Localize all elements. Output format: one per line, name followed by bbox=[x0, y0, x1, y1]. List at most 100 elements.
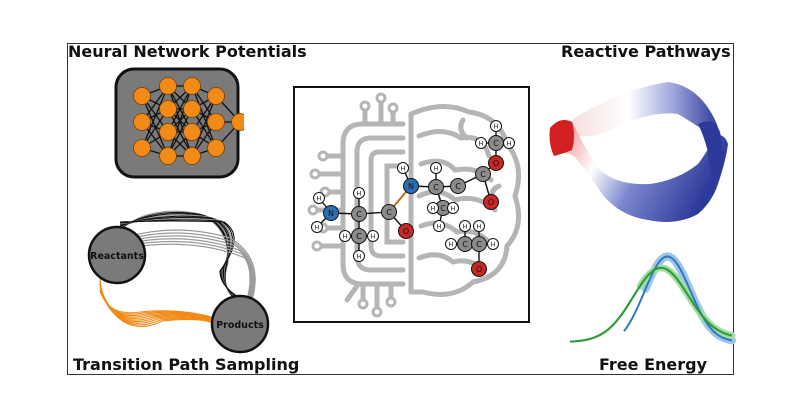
carbon-atom bbox=[475, 166, 491, 182]
nn-neuron bbox=[207, 87, 225, 105]
title-neural-network-potentials: Neural Network Potentials bbox=[68, 42, 307, 61]
transition-path-sampling-panel: Reactants Products bbox=[87, 210, 270, 354]
carbon-atom bbox=[428, 179, 444, 195]
carbon-atom bbox=[381, 204, 397, 220]
hydrogen-atom-label: H bbox=[371, 233, 376, 241]
hydrogen-atom bbox=[367, 230, 379, 242]
surface-bottom-band bbox=[550, 120, 728, 222]
nn-neuron bbox=[183, 123, 201, 141]
nn-neuron bbox=[231, 113, 244, 131]
nn-neurons bbox=[133, 77, 244, 165]
hydrogen-atom-label: H bbox=[317, 195, 322, 203]
oxygen-atom bbox=[483, 194, 499, 210]
free-energy-curves bbox=[569, 252, 736, 345]
hydrogen-atom-label: H bbox=[357, 253, 362, 261]
hydrogen-atom bbox=[430, 162, 442, 174]
circuit-pads bbox=[307, 92, 399, 318]
hydrogen-atom-label: H bbox=[315, 224, 320, 232]
nn-neuron bbox=[133, 87, 151, 105]
nn-neuron bbox=[183, 77, 201, 95]
surface-red-basin bbox=[549, 120, 574, 156]
carbon-atom bbox=[450, 178, 466, 194]
products-label: Products bbox=[216, 320, 264, 331]
tps-path-gray bbox=[123, 238, 253, 301]
hydrogen-atom bbox=[339, 230, 351, 242]
hydrogen-atom bbox=[475, 137, 487, 149]
carbon-atom-label: C bbox=[440, 204, 446, 213]
hydrogen-atom bbox=[313, 192, 325, 204]
nn-neuron bbox=[159, 123, 177, 141]
carbon-atom-label: C bbox=[455, 182, 461, 191]
nitrogen-atom-label: N bbox=[328, 209, 334, 218]
carbon-atom-label: C bbox=[356, 210, 362, 219]
carbon-atom-label: C bbox=[476, 240, 482, 249]
nitrogen-atom-label: N bbox=[408, 182, 414, 191]
hydrogen-atom-label: H bbox=[437, 223, 442, 231]
carbon-atom-label: C bbox=[493, 139, 499, 148]
nn-neuron bbox=[183, 100, 201, 118]
nn-neuron bbox=[133, 139, 151, 157]
hydrogen-atom bbox=[487, 238, 499, 250]
hydrogen-atom-label: H bbox=[477, 223, 482, 231]
nn-neuron bbox=[159, 77, 177, 95]
hydrogen-atom-label: H bbox=[401, 165, 406, 173]
hydrogen-atom-label: H bbox=[343, 233, 348, 241]
hydrogen-atom-label: H bbox=[507, 140, 512, 148]
carbon-atom-label: C bbox=[386, 208, 392, 217]
figure-border bbox=[67, 43, 734, 375]
hydrogen-atom bbox=[445, 238, 457, 250]
reactants-label: Reactants bbox=[90, 251, 144, 262]
nn-neuron bbox=[183, 147, 201, 165]
carbon-atom-label: C bbox=[433, 183, 439, 192]
nn-neuron bbox=[207, 139, 225, 157]
title-free-energy: Free Energy bbox=[599, 355, 708, 374]
nn-neuron bbox=[207, 113, 225, 131]
title-reactive-pathways: Reactive Pathways bbox=[561, 42, 731, 61]
nitrogen-atom bbox=[323, 205, 339, 221]
carbon-atom bbox=[471, 236, 487, 252]
free-energy-curve-blue bbox=[623, 255, 733, 342]
tps-path-gray bbox=[123, 232, 255, 301]
tps-path-gray bbox=[123, 240, 252, 301]
tps-path-gray bbox=[123, 243, 251, 301]
hydrogen-atom-label: H bbox=[431, 205, 436, 213]
tps-path-orange bbox=[99, 291, 216, 328]
title-transition-path-sampling: Transition Path Sampling bbox=[73, 355, 300, 374]
tps-path-gray bbox=[123, 235, 254, 301]
hydrogen-atom bbox=[447, 202, 459, 214]
hydrogen-atom-label: H bbox=[451, 205, 456, 213]
oxygen-atom bbox=[471, 261, 487, 277]
oxygen-atom bbox=[398, 223, 414, 239]
free-energy-panel bbox=[569, 252, 736, 345]
nn-neuron bbox=[159, 147, 177, 165]
hydrogen-atom bbox=[459, 220, 471, 232]
hydrogen-atom-label: H bbox=[491, 241, 496, 249]
oxygen-atom-label: O bbox=[488, 198, 494, 207]
tps-path-upper bbox=[119, 220, 245, 301]
hydrogen-atom-label: H bbox=[494, 123, 499, 131]
reactants-state: Reactants bbox=[87, 225, 147, 285]
hydrogen-atom-label: H bbox=[479, 140, 484, 148]
carbon-atom bbox=[351, 206, 367, 222]
nn-neuron bbox=[159, 100, 177, 118]
hydrogen-atom bbox=[353, 187, 365, 199]
hydrogen-atom-label: H bbox=[357, 190, 362, 198]
hydrogen-atom bbox=[427, 202, 439, 214]
hydrogen-atom bbox=[433, 220, 445, 232]
oxygen-atom-label: O bbox=[403, 227, 409, 236]
hydrogen-atom bbox=[353, 250, 365, 262]
products-state: Products bbox=[210, 294, 270, 354]
hydrogen-atom bbox=[503, 137, 515, 149]
hydrogen-atom-label: H bbox=[463, 223, 468, 231]
hydrogen-atom bbox=[490, 120, 502, 132]
carbon-atom bbox=[351, 228, 367, 244]
oxygen-atom-label: O bbox=[493, 159, 499, 168]
surface-blue-column bbox=[698, 121, 723, 182]
carbon-atom-label: C bbox=[462, 240, 468, 249]
tps-path-gray bbox=[123, 229, 256, 301]
hydrogen-atom bbox=[397, 162, 409, 174]
neural-network-panel bbox=[114, 67, 244, 179]
